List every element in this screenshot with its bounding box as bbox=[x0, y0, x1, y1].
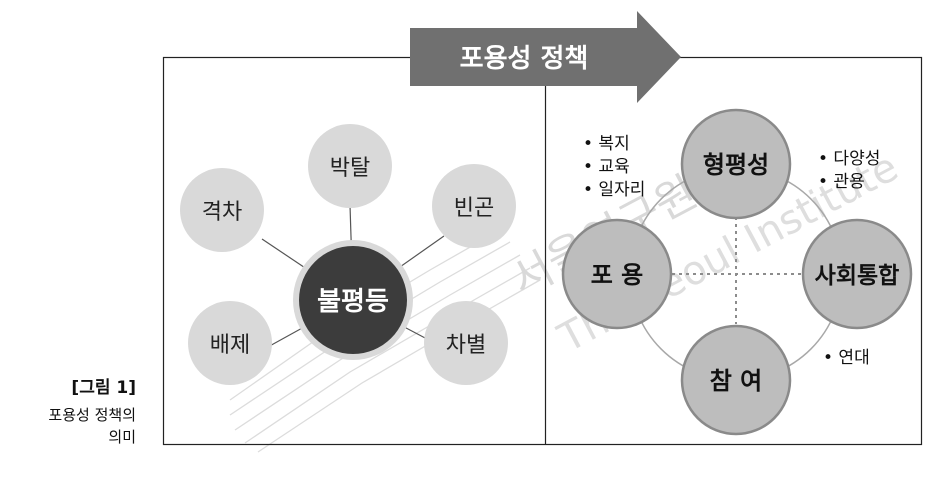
note-item: • 다양성 bbox=[818, 149, 880, 169]
note-item: • 일자리 bbox=[583, 180, 645, 200]
node-participation: 참 여 bbox=[680, 324, 792, 436]
center-label: 불평등 bbox=[317, 287, 389, 317]
figure-caption-text-line1: 포용성 정책의 bbox=[48, 406, 136, 424]
satellite-baeje: 배제 bbox=[188, 301, 272, 385]
figure-caption-text-line2: 의미 bbox=[108, 428, 136, 446]
node-social-integration: 사회통합 bbox=[801, 218, 913, 330]
satellite-label: 배제 bbox=[210, 333, 250, 358]
center-inequality: 불평등 bbox=[293, 240, 413, 360]
node-label: 형평성 bbox=[703, 151, 769, 179]
node-label: 참 여 bbox=[710, 367, 763, 395]
node-equity: 형평성 bbox=[680, 108, 792, 220]
satellite-chabyeol: 차별 bbox=[424, 301, 508, 385]
satellite-label: 박탈 bbox=[330, 156, 370, 181]
arrow-title: 포용성 정책 bbox=[460, 44, 589, 74]
figure-caption-label: [그림 1] bbox=[71, 378, 136, 398]
node-label: 사회통합 bbox=[815, 263, 900, 289]
satellite-label: 빈곤 bbox=[454, 196, 494, 221]
notes-top-right: • 다양성 • 관용 bbox=[818, 149, 880, 192]
satellite-bakttal: 박탈 bbox=[308, 124, 392, 208]
note-item: • 관용 bbox=[818, 172, 865, 192]
satellite-gyeokcha: 격차 bbox=[180, 168, 264, 252]
notes-top-left: • 복지 • 교육 • 일자리 bbox=[583, 134, 645, 200]
notes-bottom-right: • 연대 bbox=[823, 348, 870, 368]
note-item: • 연대 bbox=[823, 348, 870, 368]
satellite-label: 차별 bbox=[446, 333, 486, 358]
satellite-bingon: 빈곤 bbox=[432, 164, 516, 248]
note-item: • 교육 bbox=[583, 157, 630, 177]
node-inclusion: 포 용 bbox=[561, 218, 673, 330]
node-label: 포 용 bbox=[591, 261, 644, 289]
note-item: • 복지 bbox=[583, 134, 630, 154]
satellite-label: 격차 bbox=[202, 200, 242, 225]
policy-arrow bbox=[410, 11, 681, 103]
